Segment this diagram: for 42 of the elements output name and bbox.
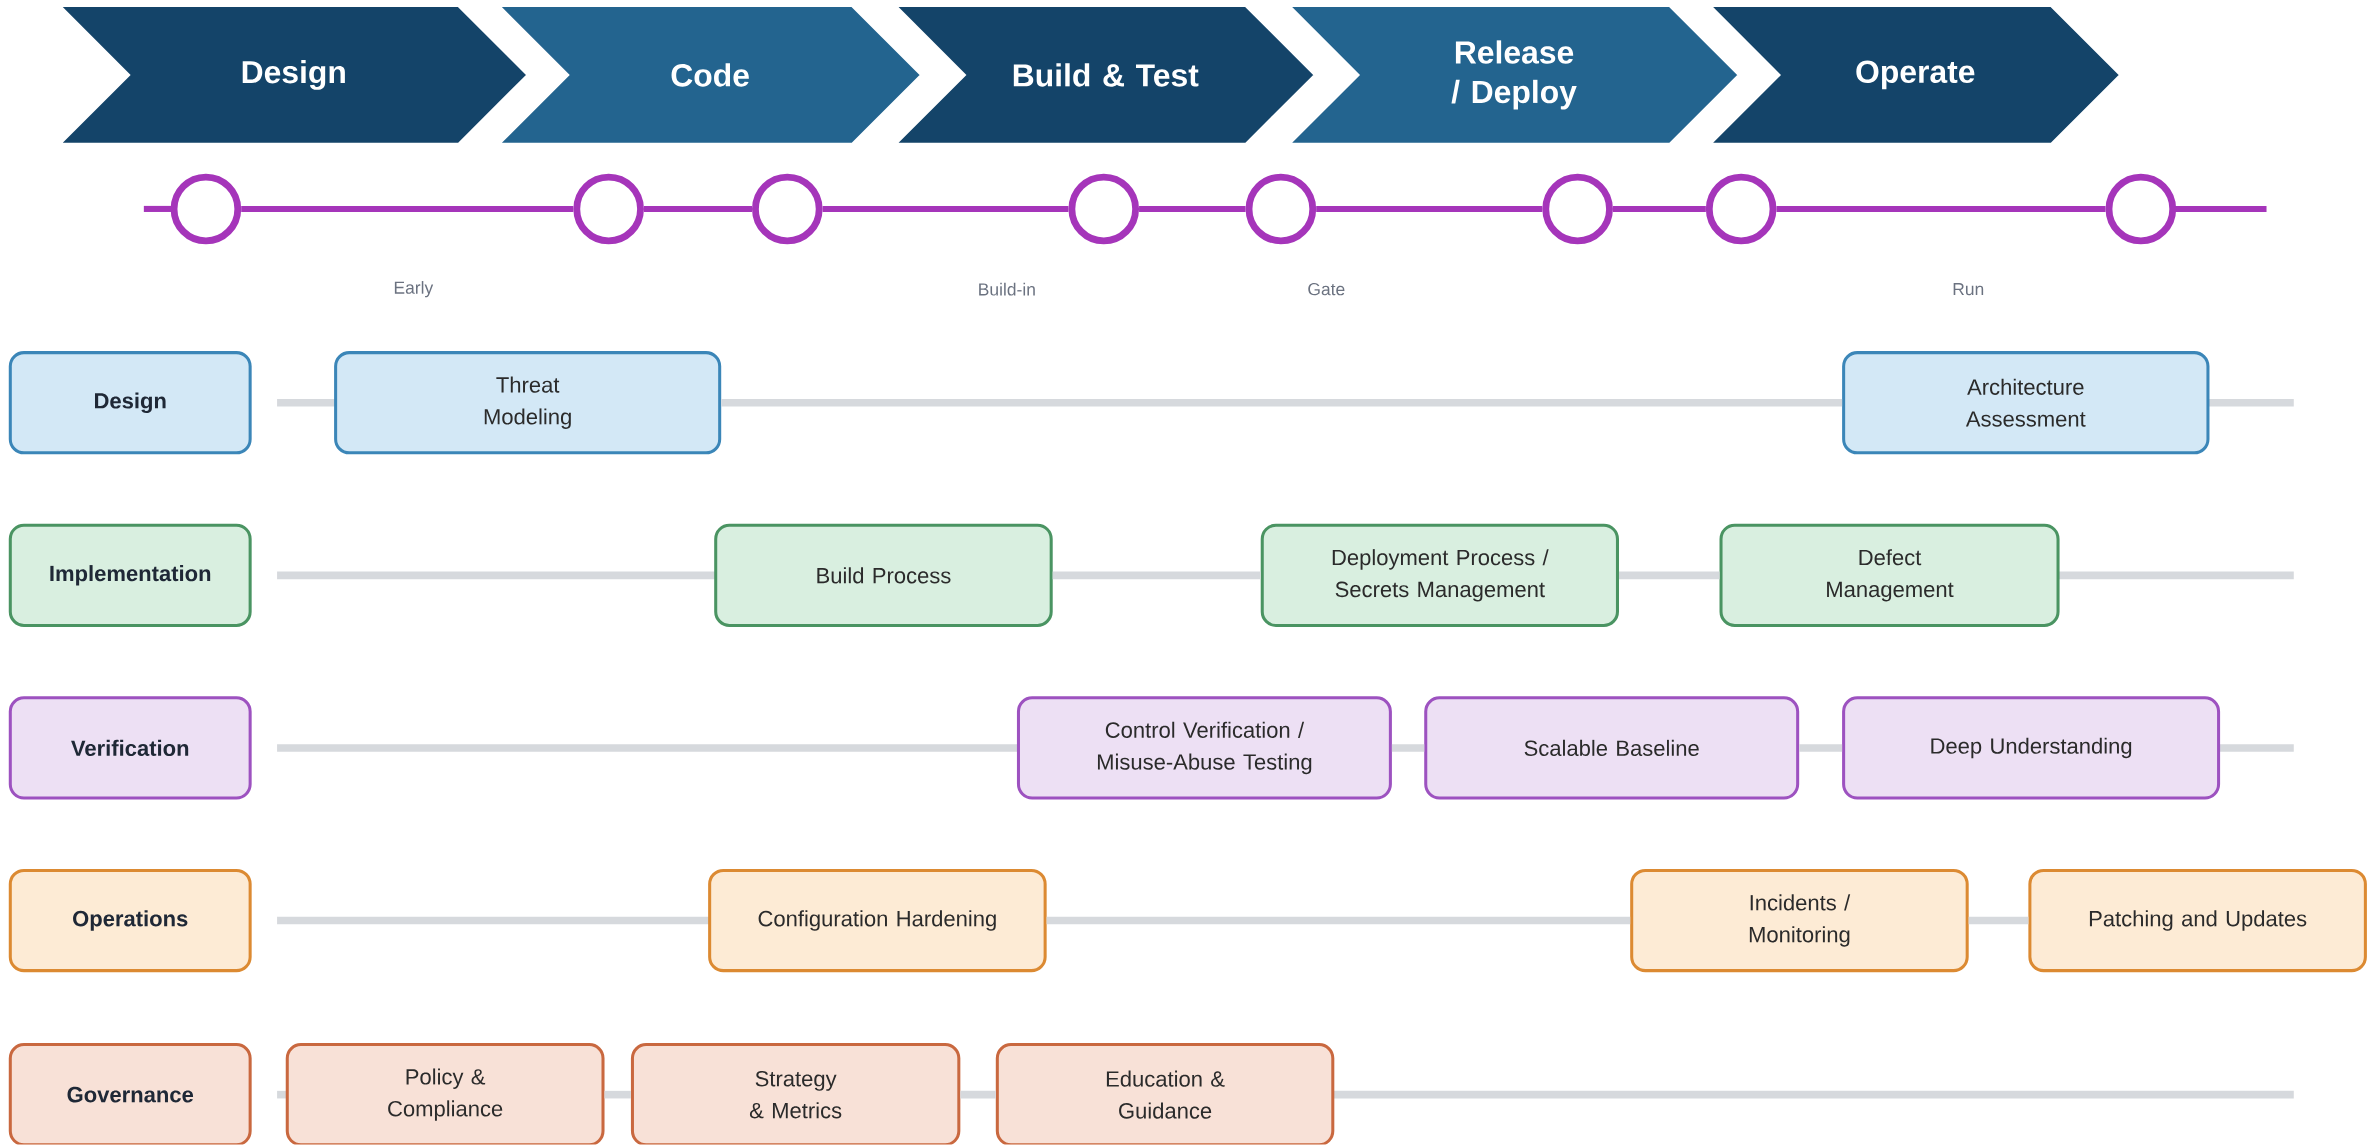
- phase-label: Run: [1953, 283, 1984, 296]
- milestone-circle: [1542, 173, 1613, 245]
- activity-box: Deployment Process / Secrets Management: [1260, 523, 1619, 628]
- lane-header: Design: [8, 351, 252, 455]
- activity-box: Deep Understanding: [1842, 696, 2221, 800]
- phase-label: Build-in: [979, 283, 1035, 296]
- activity-box: Patching and Updates: [2028, 869, 2367, 973]
- activity-box: Architecture Assessment: [1842, 351, 2210, 455]
- activity-box: Policy & Compliance: [285, 1043, 605, 1145]
- activity-box: Scalable Baseline: [1424, 696, 1800, 800]
- lane-header: Governance: [8, 1043, 252, 1145]
- track-line: [1799, 744, 1843, 752]
- milestone-circle: [1068, 173, 1140, 245]
- lane-header: Operations: [8, 869, 252, 973]
- activity-box: Defect Management: [1719, 523, 2060, 628]
- milestone-circle: [1705, 173, 1777, 245]
- milestone-circle: [2105, 173, 2177, 245]
- phase-label: Gate: [1308, 283, 1345, 296]
- milestone-circle: [752, 173, 823, 245]
- stage-banner: Design: [57, 4, 530, 146]
- milestone-circle: [1245, 173, 1317, 245]
- track-line: [721, 399, 1843, 407]
- activity-box: Threat Modeling: [334, 351, 722, 455]
- activity-box: Control Verification / Misuse-Abuse Testing: [1016, 696, 1392, 800]
- timeline-segment: [1316, 206, 1543, 213]
- timeline-segment: [1776, 206, 2106, 213]
- activity-box: Build Process: [714, 523, 1053, 628]
- activity-box: Strategy & Metrics: [630, 1043, 961, 1145]
- activity-box: Education & Guidance: [995, 1043, 1335, 1145]
- activity-box: Configuration Hardening: [708, 869, 1047, 973]
- timeline-segment: [1612, 206, 1706, 213]
- timeline-segment: [1139, 206, 1246, 213]
- phase-label: Early: [394, 281, 434, 298]
- timeline-segment: [822, 206, 1069, 213]
- activity-box: Incidents / Monitoring: [1630, 869, 1969, 973]
- stage-banner: Build & Test: [893, 4, 1317, 146]
- track-line: [960, 1091, 996, 1099]
- timeline-segment: [241, 206, 574, 213]
- lane-header: Verification: [8, 696, 252, 800]
- milestone-circle: [573, 173, 644, 245]
- milestone-circle: [170, 173, 242, 245]
- lane-header: Implementation: [8, 523, 252, 628]
